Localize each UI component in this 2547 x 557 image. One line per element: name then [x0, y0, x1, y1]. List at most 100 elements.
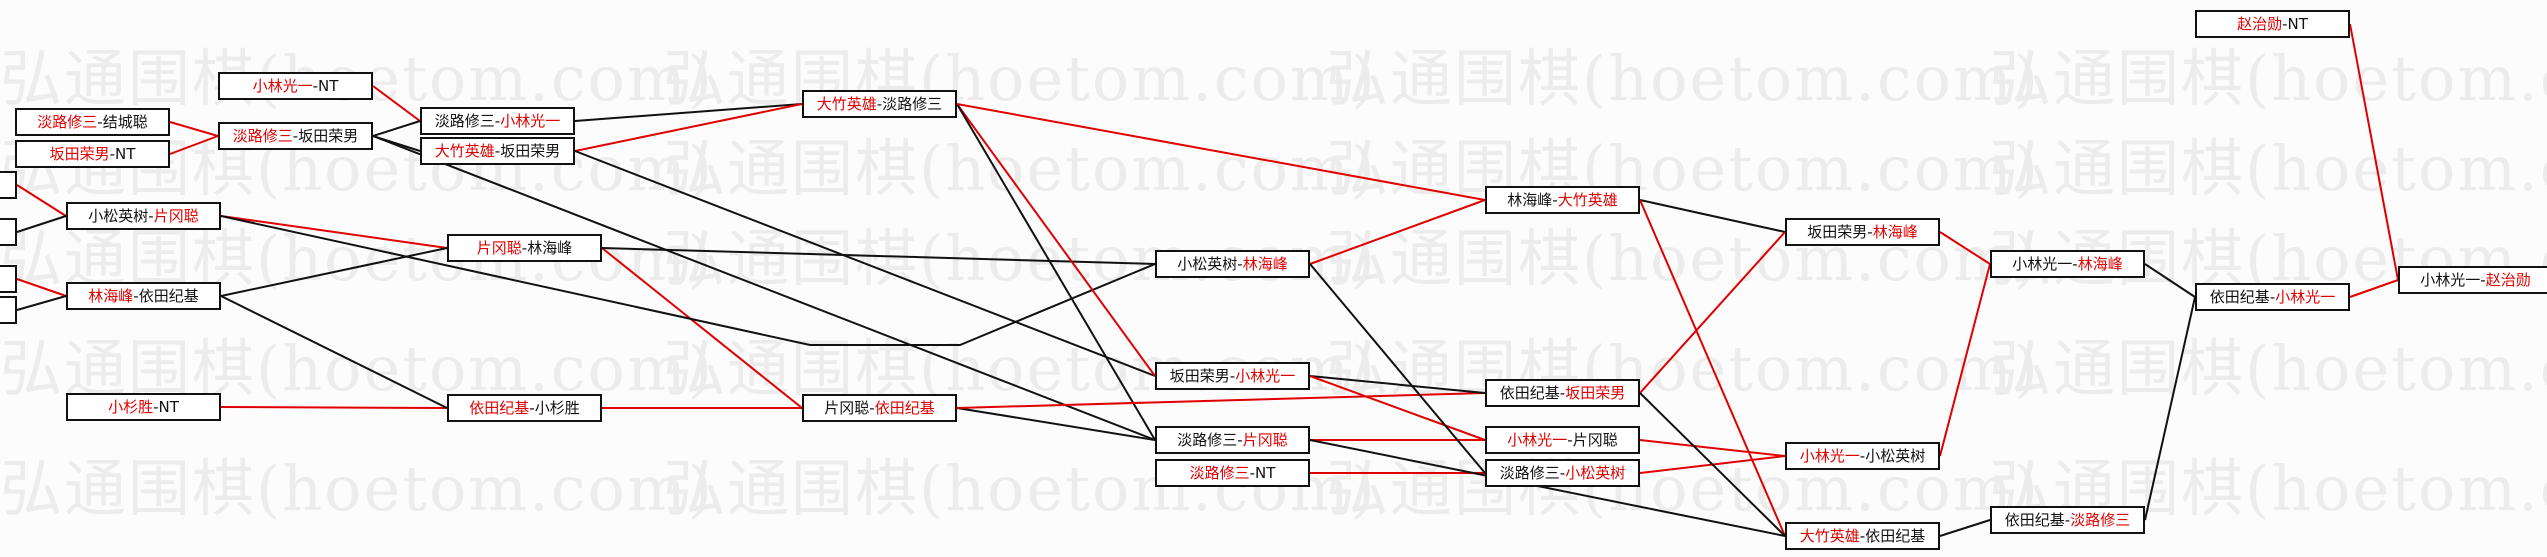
- match-node: 依田纪基-坂田荣男: [1485, 379, 1640, 407]
- match-node: 大竹英雄-淡路修三: [802, 90, 957, 118]
- connector-line: [1309, 263, 1486, 474]
- match-node: 小松英树-片冈聪: [66, 202, 221, 230]
- connector-line: [956, 103, 1486, 201]
- player-b-name: 小林光一: [1235, 367, 1296, 385]
- player-b-name: NT: [318, 77, 339, 95]
- player-a-name: 小林光一: [1799, 447, 1860, 465]
- player-a-name: 淡路修三: [37, 113, 98, 131]
- player-b-name: NT: [2287, 15, 2308, 33]
- match-node: 淡路修三-小林光一: [420, 107, 575, 135]
- player-a-name: 大竹英雄: [434, 142, 495, 160]
- connector-line: [16, 215, 67, 233]
- connector-line: [1309, 375, 1486, 394]
- connector-line: [1939, 263, 1991, 457]
- separator: -: [1859, 527, 1866, 545]
- connector-line: [2349, 279, 2399, 298]
- player-a-name: 依田纪基: [2004, 511, 2065, 529]
- match-node: [0, 218, 17, 246]
- player-b-name: 依田纪基: [874, 399, 935, 417]
- connector-line: [16, 278, 67, 297]
- match-node: [0, 171, 17, 199]
- separator: -: [521, 239, 528, 257]
- player-b-name: NT: [158, 398, 179, 416]
- connector-line: [1309, 375, 1486, 441]
- match-node: 淡路修三-片冈聪: [1155, 426, 1310, 454]
- separator: -: [2480, 271, 2486, 289]
- player-a-name: 淡路修三: [232, 127, 293, 145]
- player-a-name: 坂田荣男: [1807, 223, 1868, 241]
- player-a-name: 林海峰: [88, 287, 134, 305]
- match-node: 淡路修三-坂田荣男: [218, 122, 373, 150]
- match-node: [0, 296, 17, 324]
- separator: -: [2064, 511, 2071, 529]
- player-a-name: 大竹英雄: [816, 95, 877, 113]
- connector-line: [601, 247, 1156, 265]
- player-b-name: 林海峰: [1242, 255, 1288, 273]
- match-node: 片冈聪-林海峰: [447, 234, 602, 262]
- player-a-name: 依田纪基: [469, 399, 530, 417]
- player-b-name: 林海峰: [2077, 255, 2123, 273]
- match-node: 大竹英雄-坂田荣男: [420, 137, 575, 165]
- separator: -: [312, 77, 319, 95]
- separator: -: [292, 127, 299, 145]
- player-a-name: 小林光一: [252, 77, 313, 95]
- connector-line: [574, 103, 803, 152]
- separator: -: [1559, 384, 1566, 402]
- match-node: [0, 265, 17, 293]
- match-node: 小林光一-林海峰: [1990, 250, 2145, 278]
- player-b-name: NT: [1255, 464, 1276, 482]
- player-b-name: 片冈聪: [1572, 431, 1618, 449]
- player-b-name: 片冈聪: [1242, 431, 1288, 449]
- match-node: 大竹英雄-依田纪基: [1785, 522, 1940, 550]
- player-a-name: 林海峰: [1507, 191, 1553, 209]
- separator: -: [494, 112, 501, 130]
- match-node: 坂田荣男-林海峰: [1785, 218, 1940, 246]
- match-node: 小林光一-小松英树: [1785, 442, 1940, 470]
- player-b-name: 小松英树: [1565, 464, 1626, 482]
- connector-line: [1639, 392, 1786, 537]
- match-node: 小林光一-赵治勋: [2398, 266, 2547, 294]
- player-b-name: 林海峰: [1872, 223, 1918, 241]
- player-b-name: 淡路修三: [882, 95, 943, 113]
- connector-line: [16, 184, 67, 217]
- separator: -: [876, 95, 883, 113]
- connector-line: [169, 135, 219, 155]
- separator: -: [109, 145, 116, 163]
- player-a-name: 淡路修三: [434, 112, 495, 130]
- separator: -: [869, 399, 875, 417]
- separator: -: [133, 287, 139, 305]
- player-a-name: 小松英树: [88, 207, 149, 225]
- connector-line: [1939, 231, 1991, 265]
- player-b-name: 坂田荣男: [1565, 384, 1626, 402]
- player-a-name: 小杉胜: [108, 398, 154, 416]
- connector-line: [372, 120, 421, 137]
- match-node: 坂田荣男-小林光一: [1155, 362, 1310, 390]
- match-node: 坂田荣男-NT: [15, 140, 170, 168]
- connector-line: [574, 103, 803, 122]
- separator: -: [2269, 288, 2276, 306]
- player-a-name: 小林光一: [2420, 271, 2481, 289]
- connector-line: [956, 103, 1156, 377]
- match-node: 依田纪基-小杉胜: [447, 394, 602, 422]
- separator: -: [1867, 223, 1873, 241]
- player-a-name: 赵治勋: [2237, 15, 2283, 33]
- player-a-name: 小林光一: [1507, 431, 1568, 449]
- player-a-name: 淡路修三: [1189, 464, 1250, 482]
- connector-line: [1639, 439, 1786, 457]
- match-node: 林海峰-大竹英雄: [1485, 186, 1640, 214]
- connector-line: [372, 85, 421, 122]
- player-b-name: 小杉胜: [534, 399, 580, 417]
- player-b-name: 结城聪: [102, 113, 148, 131]
- separator: -: [97, 113, 103, 131]
- player-b-name: 依田纪基: [138, 287, 199, 305]
- player-a-name: 坂田荣男: [49, 145, 110, 163]
- player-a-name: 小林光一: [2012, 255, 2073, 273]
- connector-line: [574, 150, 1156, 377]
- player-b-name: 坂田荣男: [500, 142, 561, 160]
- connector-line: [220, 406, 448, 409]
- match-node: 林海峰-依田纪基: [66, 282, 221, 310]
- player-a-name: 小松英树: [1177, 255, 1238, 273]
- player-a-name: 片冈聪: [824, 399, 870, 417]
- player-a-name: 淡路修三: [1499, 464, 1560, 482]
